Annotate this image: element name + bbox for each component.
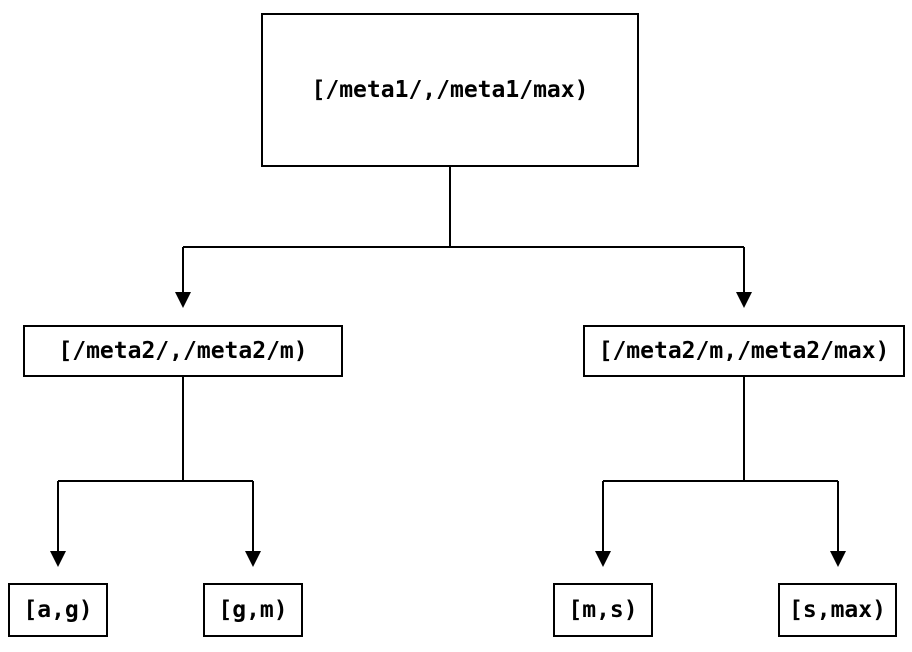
arrowhead-to-leaf-ag <box>50 551 66 567</box>
node-leaf-s-max-label: [s,max) <box>789 597 886 623</box>
node-root-label: [/meta1/,/meta1/max) <box>311 77 589 103</box>
arrowhead-to-leaf-gm <box>245 551 261 567</box>
node-leaf-g-m-label: [g,m) <box>218 597 288 623</box>
node-leaf-a-g-label: [a,g) <box>23 597 93 623</box>
node-root: [/meta1/,/meta1/max) <box>261 13 639 167</box>
node-leaf-s-max: [s,max) <box>778 583 897 637</box>
node-leaf-g-m: [g,m) <box>203 583 303 637</box>
node-meta2-high: [/meta2/m,/meta2/max) <box>583 325 905 377</box>
node-meta2-low-label: [/meta2/,/meta2/m) <box>58 338 308 364</box>
edge-meta2-low-to-children <box>57 377 254 552</box>
arrowhead-to-leaf-ms <box>595 551 611 567</box>
arrowhead-to-leaf-smax <box>830 551 846 567</box>
edge-root-to-children <box>182 167 745 293</box>
node-leaf-m-s-label: [m,s) <box>568 597 638 623</box>
arrowhead-to-meta2-high <box>736 292 752 308</box>
node-leaf-m-s: [m,s) <box>553 583 653 637</box>
edge-meta2-high-to-children <box>602 377 839 552</box>
arrowhead-to-meta2-low <box>175 292 191 308</box>
node-meta2-high-label: [/meta2/m,/meta2/max) <box>598 338 890 364</box>
node-meta2-low: [/meta2/,/meta2/m) <box>23 325 343 377</box>
node-leaf-a-g: [a,g) <box>8 583 108 637</box>
